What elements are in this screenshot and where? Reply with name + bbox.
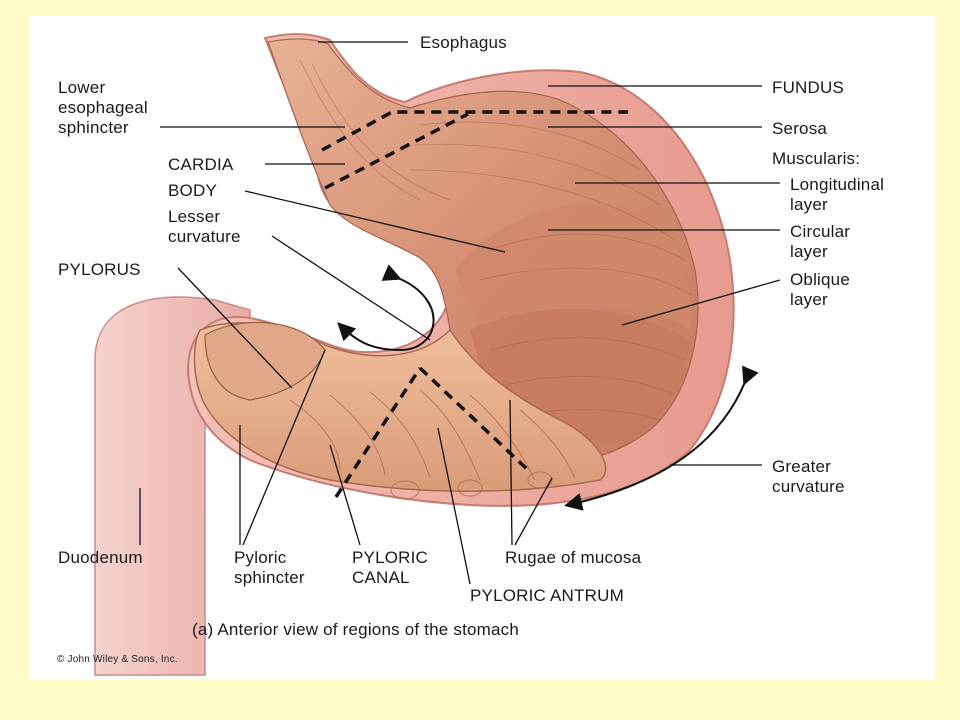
label-fundus: FUNDUS (772, 78, 845, 97)
region-boundaries (321, 110, 628, 498)
label-pyloric-canal: PYLORIC CANAL (352, 548, 429, 587)
label-rugae-of-mucosa: Rugae of mucosa (505, 548, 642, 567)
label-esophagus: Esophagus (420, 33, 507, 52)
label-cardia: CARDIA (168, 155, 234, 174)
label-serosa: Serosa (772, 119, 828, 138)
label-circular-layer: Circular layer (790, 222, 851, 261)
label-duodenum: Duodenum (58, 548, 143, 567)
label-longitudinal-layer: Longitudinal layer (790, 175, 885, 214)
figure-caption: (a) Anterior view of regions of the stom… (192, 620, 520, 639)
label-lesser-curvature: Lesser curvature (168, 207, 241, 246)
label-pylorus: PYLORUS (58, 260, 141, 279)
copyright-notice: © John Wiley & Sons, Inc. (57, 654, 178, 665)
label-muscularis: Muscularis: (772, 149, 861, 168)
label-pyloric-antrum: PYLORIC ANTRUM (470, 586, 624, 605)
mucosa-cutaway (193, 321, 607, 500)
label-oblique-layer: Oblique layer (790, 270, 850, 309)
leader-lines (139, 41, 781, 585)
label-lower-esophageal-sphincter: Lower esophageal sphincter (58, 78, 148, 137)
label-greater-curvature: Greater curvature (772, 457, 845, 496)
label-body: BODY (168, 181, 217, 200)
label-pyloric-sphincter: Pyloric sphincter (234, 548, 305, 587)
curvature-arrows (337, 264, 759, 511)
